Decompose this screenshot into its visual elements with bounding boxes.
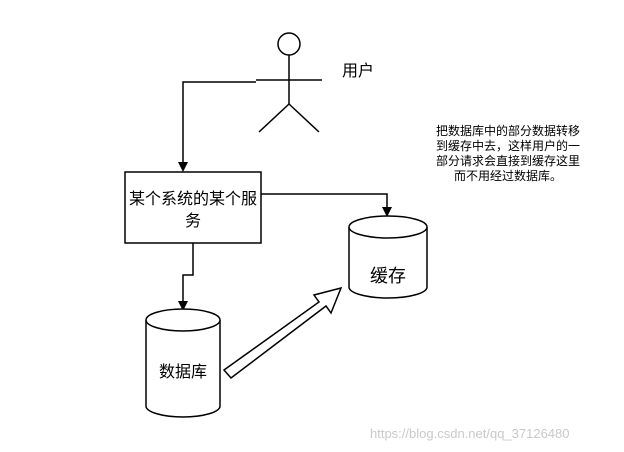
database-to-cache-big-arrow [222,286,343,380]
user-to-service-arrow [178,81,256,172]
watermark: https://blog.csdn.net/qq_37126480 [370,426,570,441]
note-line: 而不用经过数据库。 [453,169,562,183]
cache-cylinder [348,215,428,299]
service-label: 某个系统的某个服务 [128,189,257,230]
explanation-note: 把数据库中的部分数据转移 到缓存中去，这样用户的一 部分请求会直接到缓存这里 而… [410,124,606,184]
service-box [124,171,262,244]
user-head [277,32,301,56]
service-to-database-arrow [178,243,194,311]
database-cylinder [145,308,221,418]
note-line: 把数据库中的部分数据转移 [435,124,580,138]
user-left-leg [258,103,290,133]
note-line: 部分请求会直接到缓存这里 [435,154,580,168]
service-to-cache-arrow [261,193,392,217]
user-figure [256,32,322,133]
cache-label: 缓存 [370,266,406,287]
database-label: 数据库 [158,362,207,381]
user-right-leg [288,103,320,133]
user-label: 用户 [342,61,375,80]
note-line: 到缓存中去，这样用户的一 [435,139,580,153]
